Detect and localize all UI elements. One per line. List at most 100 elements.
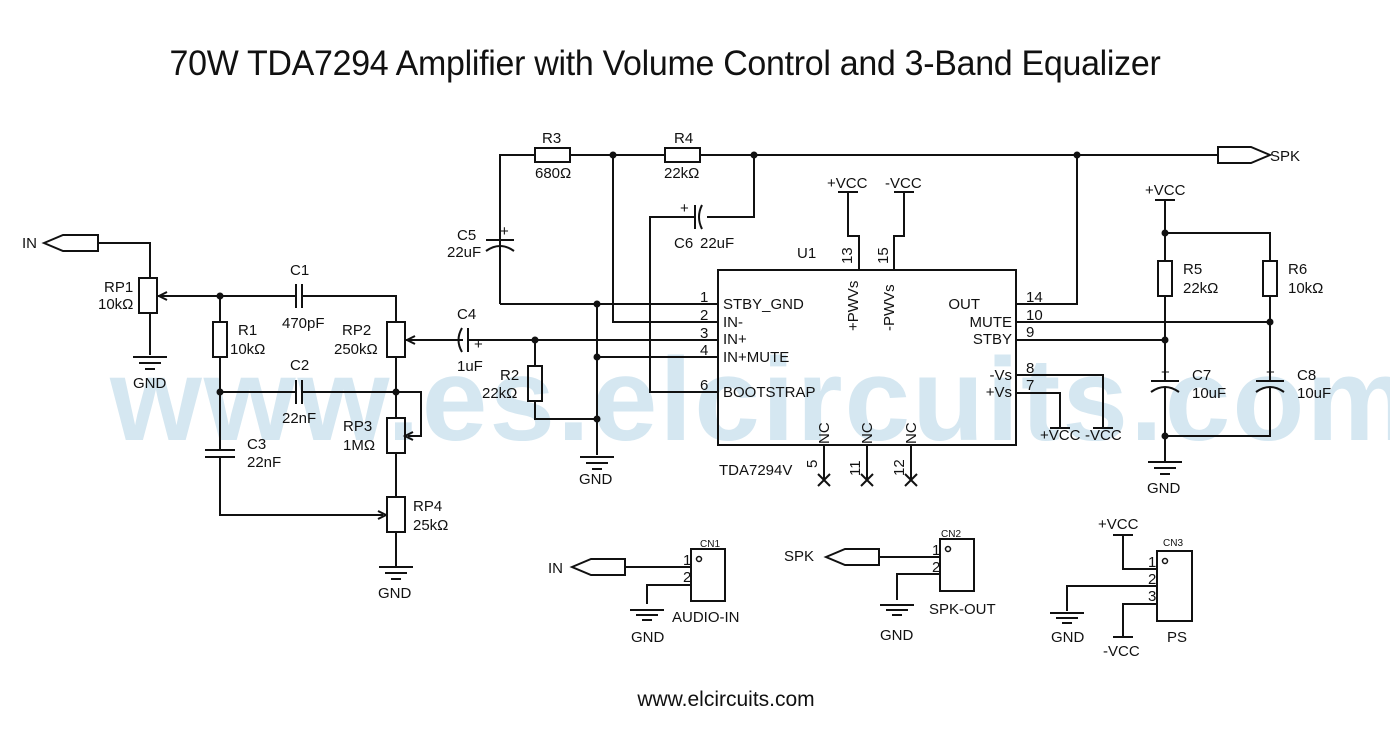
vcc-pos-label: +VCC — [1040, 427, 1081, 444]
capacitor-c3: C3 22nF — [205, 436, 281, 471]
svg-text:25kΩ: 25kΩ — [413, 517, 448, 534]
svg-text:C7: C7 — [1192, 367, 1211, 384]
svg-text:10kΩ: 10kΩ — [98, 296, 133, 313]
vcc-pos-label: +VCC — [827, 175, 868, 192]
capacitor-c7: + C7 10uF — [1150, 364, 1226, 402]
svg-text:AUDIO-IN: AUDIO-IN — [672, 609, 740, 626]
resistor-r1: R1 10kΩ — [212, 321, 265, 358]
svg-text:12: 12 — [891, 459, 908, 476]
svg-text:C1: C1 — [290, 262, 309, 279]
connector-cn1: IN CN1 1 2 AUDIO-IN GND — [548, 539, 740, 646]
svg-text:R1: R1 — [238, 322, 257, 339]
svg-text:IN+MUTE: IN+MUTE — [723, 349, 789, 366]
svg-text:BOOTSTRAP: BOOTSTRAP — [723, 384, 816, 401]
svg-text:C2: C2 — [290, 357, 309, 374]
svg-text:STBY: STBY — [973, 331, 1012, 348]
svg-text:SPK: SPK — [1270, 148, 1300, 165]
capacitor-c1: C1 470pF — [282, 262, 325, 332]
svg-text:2: 2 — [932, 559, 940, 576]
svg-text:R2: R2 — [500, 367, 519, 384]
svg-text:15: 15 — [875, 247, 892, 264]
output-port-spk: SPK — [1217, 146, 1300, 165]
svg-text:+: + — [1266, 364, 1275, 381]
capacitor-c8: + C8 10uF — [1255, 364, 1331, 402]
potentiometer-rp4: RP4 25kΩ — [386, 496, 448, 534]
svg-text:R3: R3 — [542, 130, 561, 147]
svg-text:22nF: 22nF — [282, 410, 316, 427]
vcc-neg-label: -VCC — [885, 175, 922, 192]
svg-text:GND: GND — [1051, 629, 1085, 646]
svg-text:7: 7 — [1026, 377, 1034, 394]
input-port-in: IN — [22, 234, 99, 252]
potentiometer-rp2: RP2 250kΩ — [334, 321, 460, 358]
svg-text:1: 1 — [1148, 554, 1156, 571]
svg-text:11: 11 — [847, 460, 864, 476]
svg-text:C4: C4 — [457, 306, 476, 323]
svg-text:5: 5 — [804, 460, 821, 468]
svg-text:10uF: 10uF — [1192, 385, 1226, 402]
potentiometer-rp1: RP1 10kΩ — [98, 277, 220, 355]
svg-text:+VCC: +VCC — [1098, 516, 1139, 533]
svg-text:C6: C6 — [674, 235, 693, 252]
svg-text:GND: GND — [133, 375, 167, 392]
svg-text:C5: C5 — [457, 227, 476, 244]
svg-text:IN: IN — [22, 235, 37, 252]
potentiometer-rp3: RP3 1MΩ — [343, 417, 406, 454]
svg-text:4: 4 — [700, 342, 708, 359]
svg-text:10uF: 10uF — [1297, 385, 1331, 402]
svg-text:NC: NC — [903, 422, 920, 444]
capacitor-c5: + C5 22uF — [447, 223, 515, 261]
svg-text:22kΩ: 22kΩ — [1183, 280, 1218, 297]
connector-cn2: SPK CN2 1 2 SPK-OUT GND — [784, 529, 996, 644]
ground-symbol: GND — [133, 356, 167, 392]
svg-text:-PWVs: -PWVs — [881, 284, 898, 331]
svg-text:+: + — [474, 336, 483, 353]
svg-text:IN+: IN+ — [723, 331, 747, 348]
resistor-r4: R4 22kΩ — [664, 130, 701, 182]
svg-text:RP1: RP1 — [104, 279, 133, 296]
svg-text:GND: GND — [579, 471, 613, 488]
svg-text:680Ω: 680Ω — [535, 165, 571, 182]
svg-text:1: 1 — [700, 289, 708, 306]
svg-text:10: 10 — [1026, 307, 1043, 324]
svg-text:3: 3 — [700, 325, 708, 342]
svg-text:1: 1 — [932, 542, 940, 559]
schematic-title: 70W TDA7294 Amplifier with Volume Contro… — [169, 44, 1161, 83]
ground-symbol: GND — [378, 566, 413, 602]
svg-text:PS: PS — [1167, 629, 1187, 646]
svg-text:1MΩ: 1MΩ — [343, 437, 375, 454]
svg-text:2: 2 — [700, 307, 708, 324]
svg-text:SPK: SPK — [784, 548, 814, 565]
resistor-r3: R3 680Ω — [534, 130, 571, 182]
svg-text:13: 13 — [839, 247, 856, 264]
ground-symbol: GND — [579, 456, 614, 488]
svg-text:GND: GND — [631, 629, 665, 646]
svg-text:U1: U1 — [797, 245, 816, 262]
svg-text:9: 9 — [1026, 324, 1034, 341]
svg-text:470pF: 470pF — [282, 315, 325, 332]
svg-text:22kΩ: 22kΩ — [664, 165, 699, 182]
svg-text:RP2: RP2 — [342, 322, 371, 339]
svg-text:22kΩ: 22kΩ — [482, 385, 517, 402]
svg-text:+Vs: +Vs — [986, 384, 1012, 401]
svg-text:+: + — [680, 200, 689, 217]
svg-text:GND: GND — [378, 585, 412, 602]
svg-text:8: 8 — [1026, 360, 1034, 377]
svg-text:GND: GND — [880, 627, 914, 644]
svg-text:250kΩ: 250kΩ — [334, 341, 378, 358]
svg-text:C8: C8 — [1297, 367, 1316, 384]
capacitor-c2: C2 22nF — [282, 357, 316, 427]
svg-text:STBY_GND: STBY_GND — [723, 296, 804, 313]
svg-text:-VCC: -VCC — [1103, 643, 1140, 660]
ground-symbol: GND — [1147, 461, 1182, 497]
svg-text:OUT: OUT — [948, 296, 980, 313]
footer-url: www.elcircuits.com — [637, 688, 815, 711]
svg-text:NC: NC — [816, 422, 833, 444]
capacitor-c6: + C6 22uF — [674, 200, 734, 252]
svg-text:+PWVs: +PWVs — [845, 281, 862, 331]
svg-text:2: 2 — [1148, 571, 1156, 588]
svg-text:14: 14 — [1026, 289, 1043, 306]
ic-u1: U1 TDA7294V 1 STBY_GND 2 IN- 3 IN+ 4 IN+… — [700, 245, 1043, 479]
svg-text:22nF: 22nF — [247, 454, 281, 471]
